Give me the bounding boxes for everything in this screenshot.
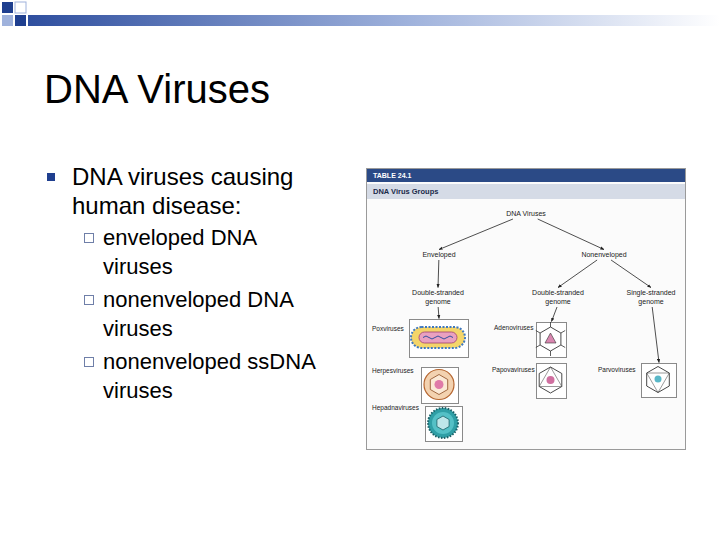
sub-bullet-square	[85, 234, 94, 243]
parvovirus-facet	[647, 373, 670, 393]
virus-name: Poxviruses	[372, 325, 404, 333]
header-bar	[28, 15, 720, 26]
corner-square	[2, 15, 13, 26]
adenovirus-capsid	[540, 327, 561, 351]
tree-arrow	[439, 219, 513, 250]
tree-label-node: Single-stranded genome	[621, 288, 681, 306]
table-heading: DNA Virus Groups	[367, 184, 685, 199]
slide-title: DNA Viruses	[44, 66, 270, 112]
parvovirus-core	[655, 376, 662, 383]
virus-box: Adenoviruses	[536, 322, 567, 358]
tree-arrow	[438, 307, 440, 319]
adenovirus-fiber	[561, 345, 565, 348]
tree-arrow	[558, 260, 597, 288]
bullet-text: DNA viruses causing human disease:	[72, 162, 312, 220]
virus-name: Papovaviruses	[492, 366, 535, 374]
adenovirus-core	[545, 333, 556, 343]
sub-bullet-text: enveloped DNA viruses	[103, 223, 325, 281]
corner-square	[15, 15, 26, 26]
virus-name: Parvoviruses	[598, 366, 636, 374]
adenovirus-fiber	[536, 345, 540, 348]
corner-square	[2, 2, 13, 13]
tree-arrow	[652, 307, 659, 363]
tree-label-node: Double-stranded genome	[408, 288, 468, 306]
sub-bullet-text: nonenveloped DNA viruses	[103, 285, 325, 343]
corner-square	[15, 2, 26, 13]
tree-label: Double-stranded genome	[408, 288, 468, 306]
adenovirus-fiber	[550, 322, 551, 327]
sub-bullet-text: nonenveloped ssDNA viruses	[103, 347, 325, 405]
sub-bullet-square	[85, 296, 94, 305]
tree-arrow	[552, 307, 558, 322]
virus-name: Hepadnaviruses	[372, 404, 419, 412]
tree-arrow	[538, 219, 604, 250]
herpesvirus-envelope	[424, 370, 454, 400]
tree-arrow	[611, 260, 651, 288]
virus-box: Papovaviruses	[536, 363, 567, 399]
papovavirus-core	[547, 376, 555, 384]
tree-label: Single-stranded genome	[621, 288, 681, 306]
tree-label: Enveloped	[404, 250, 474, 259]
tree-label-node: Double-stranded genome	[528, 288, 588, 306]
bullet-square	[47, 173, 55, 181]
table-panel: TABLE 24.1DNA Virus GroupsDNA VirusesEnv…	[366, 168, 686, 450]
table-number: TABLE 24.1	[367, 169, 685, 182]
herpesvirus-capsid	[430, 375, 447, 395]
tree-label: Double-stranded genome	[528, 288, 588, 306]
virus-box: Herpesviruses	[421, 367, 459, 404]
adenovirus-fiber	[536, 331, 540, 334]
virus-name: Adenoviruses	[494, 324, 533, 332]
virus-box: Parvoviruses	[641, 363, 677, 398]
sub-bullet-square	[85, 358, 94, 367]
tree-label: Nonenveloped	[569, 250, 639, 259]
virus-name: Herpesviruses	[372, 367, 414, 375]
tree-label-node: Nonenveloped	[569, 250, 639, 259]
poxvirus-core	[419, 332, 457, 343]
tree-arrow	[438, 260, 440, 288]
adenovirus-fiber	[561, 331, 565, 334]
poxvirus-dna	[423, 336, 453, 339]
hepadnavirus-layer	[432, 412, 454, 434]
poxvirus-envelope	[411, 327, 465, 348]
tree-label-node: Enveloped	[404, 250, 474, 259]
hepadnavirus-envelope	[428, 408, 458, 438]
tree-label: DNA Viruses	[491, 209, 561, 218]
virus-box: Poxviruses	[409, 319, 469, 358]
virus-box: Hepadnaviruses	[425, 406, 463, 442]
papovavirus-facet	[539, 367, 562, 387]
tree-label-node: DNA Viruses	[491, 209, 561, 218]
papovavirus-capsid	[539, 367, 562, 393]
hepadnavirus-capsid	[437, 416, 449, 430]
adenovirus-fiber	[550, 351, 551, 356]
herpesvirus-core	[435, 380, 444, 389]
parvovirus-capsid	[647, 367, 670, 393]
